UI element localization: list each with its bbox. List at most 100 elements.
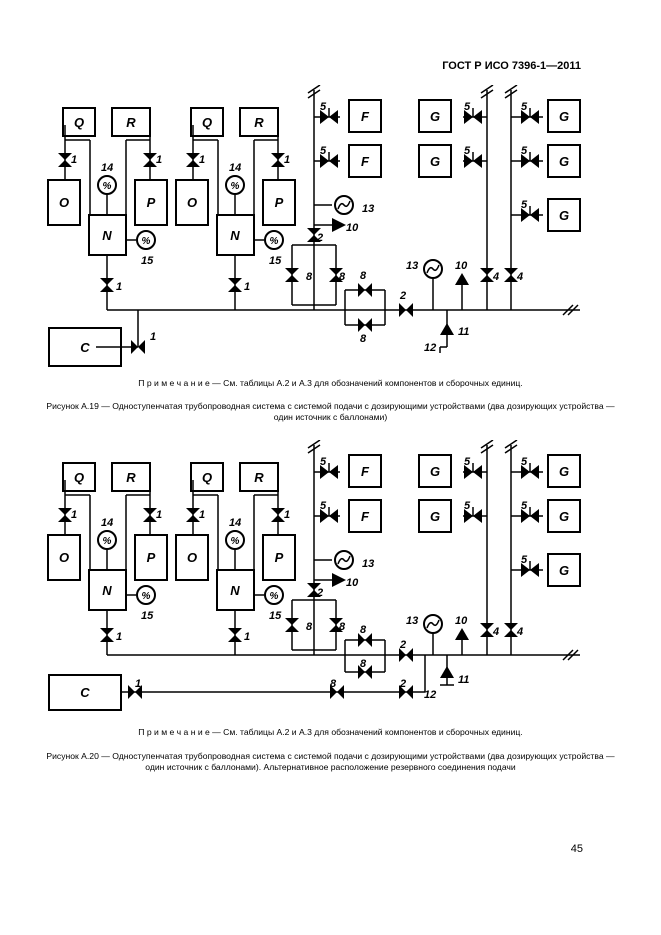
num-14: 14: [101, 517, 113, 529]
label-C: C: [80, 340, 90, 355]
num-5: 5: [320, 101, 327, 113]
num-8: 8: [360, 658, 367, 670]
num-11: 11: [458, 674, 469, 686]
num-14: 14: [229, 517, 241, 529]
num-5: 5: [464, 456, 471, 468]
num-12: 12: [424, 689, 436, 701]
label-F: F: [361, 109, 370, 124]
label-G: G: [430, 109, 440, 124]
label-Q: Q: [202, 470, 212, 485]
label-G: G: [559, 509, 569, 524]
percent-gauge-icon: %: [142, 591, 151, 602]
label-G: G: [559, 154, 569, 169]
num-14: 14: [101, 162, 113, 174]
num-5: 5: [320, 145, 327, 157]
label-O: O: [59, 195, 69, 210]
figure-a19-note: П р и м е ч а н и е — См. таблицы А.2 и …: [138, 378, 523, 388]
gauges: [97, 530, 443, 634]
percent-gauge-icon: %: [231, 181, 240, 192]
num-13: 13: [362, 203, 374, 215]
num-1: 1: [199, 509, 205, 521]
num-5: 5: [464, 101, 471, 113]
label-O: O: [187, 195, 197, 210]
percent-gauge-icon: %: [270, 591, 279, 602]
component-boxes: [47, 99, 581, 367]
num-10: 10: [455, 260, 468, 272]
label-G: G: [559, 464, 569, 479]
num-13: 13: [406, 615, 418, 627]
label-R: R: [254, 115, 264, 130]
main-pipeline: [96, 85, 580, 353]
label-G: G: [430, 509, 440, 524]
label-F: F: [361, 509, 370, 524]
percent-gauge-icon: %: [103, 536, 112, 547]
num-2: 2: [399, 639, 406, 651]
label-O: O: [59, 550, 69, 565]
label-G: G: [430, 154, 440, 169]
num-5: 5: [521, 101, 528, 113]
valves: [57, 462, 540, 700]
num-8: 8: [360, 624, 367, 636]
num-1: 1: [244, 631, 250, 643]
num-5: 5: [320, 500, 327, 512]
num-1: 1: [116, 281, 122, 293]
percent-gauge-icon: %: [142, 236, 151, 247]
num-5: 5: [521, 456, 528, 468]
num-8: 8: [360, 270, 367, 282]
percent-gauge-icon: %: [103, 181, 112, 192]
num-2: 2: [316, 232, 323, 244]
num-5: 5: [521, 145, 528, 157]
dosing-unit-2: [192, 480, 279, 655]
num-1: 1: [135, 678, 141, 690]
label-F: F: [361, 154, 370, 169]
num-10: 10: [346, 577, 359, 589]
label-N: N: [102, 583, 112, 598]
num-15: 15: [269, 255, 282, 267]
label-F: F: [361, 464, 370, 479]
figure-a20-caption: Рисунок А.20 — Одноступенчатая трубопров…: [46, 751, 615, 772]
num-1: 1: [71, 509, 77, 521]
num-1: 1: [116, 631, 122, 643]
pressure-gauge-icon: [337, 200, 440, 274]
page-number: 45: [570, 843, 583, 855]
num-1: 1: [199, 154, 205, 166]
percent-gauge-icon: %: [231, 536, 240, 547]
document-standard-header: ГОСТ Р ИСО 7396-1—2011: [442, 60, 581, 72]
pressure-gauge-icon: [337, 555, 440, 629]
component-boxes: [47, 454, 581, 711]
num-13: 13: [406, 260, 418, 272]
label-P: P: [147, 550, 156, 565]
label-N: N: [102, 228, 112, 243]
num-8: 8: [360, 333, 367, 345]
label-Q: Q: [202, 115, 212, 130]
label-N: N: [230, 228, 240, 243]
num-13: 13: [362, 558, 374, 570]
num-4: 4: [516, 271, 523, 283]
figure-a20-note: П р и м е ч а н и е — См. таблицы А.2 и …: [138, 727, 523, 737]
num-1: 1: [284, 509, 290, 521]
num-8: 8: [306, 621, 313, 633]
num-5: 5: [521, 500, 528, 512]
label-R: R: [126, 470, 136, 485]
label-P: P: [275, 195, 284, 210]
num-5: 5: [464, 145, 471, 157]
num-1: 1: [150, 331, 156, 343]
num-15: 15: [269, 610, 282, 622]
num-10: 10: [346, 222, 359, 234]
num-5: 5: [521, 199, 528, 211]
label-G: G: [559, 208, 569, 223]
label-R: R: [254, 470, 264, 485]
num-8: 8: [306, 271, 313, 283]
label-G: G: [559, 563, 569, 578]
num-1: 1: [284, 154, 290, 166]
num-1: 1: [71, 154, 77, 166]
num-5: 5: [464, 500, 471, 512]
num-15: 15: [141, 255, 154, 267]
label-P: P: [275, 550, 284, 565]
num-11: 11: [458, 326, 469, 338]
num-10: 10: [455, 615, 468, 627]
figure-a20-diagram: Q R O P N Q R O P N C F F G G G G G: [0, 440, 661, 730]
figure-a19-diagram: Q R O P N Q R O P N C F F G G G G G: [0, 85, 661, 375]
num-1: 1: [156, 154, 162, 166]
figure-a19-caption: Рисунок А.19 — Одноступенчатая трубопров…: [46, 401, 615, 422]
